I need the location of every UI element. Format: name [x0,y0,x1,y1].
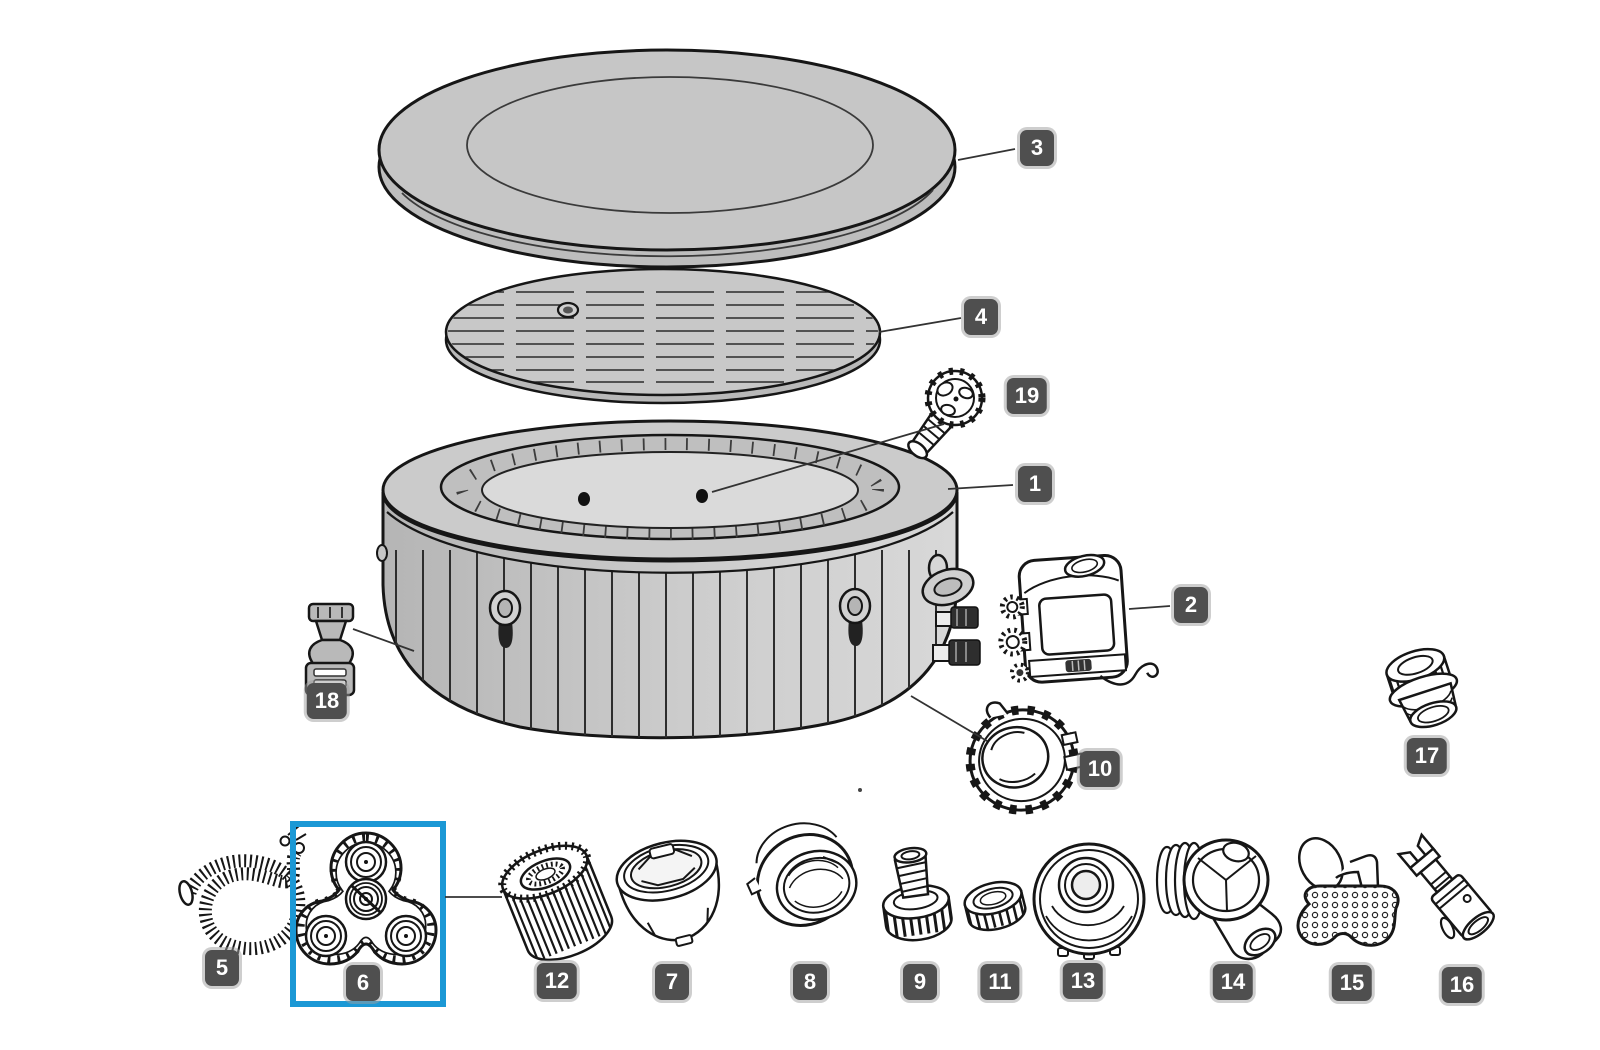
part-label-5[interactable]: 5 [205,950,239,986]
part-1-spa-tub [376,419,981,740]
tub-valve-hole [696,489,708,503]
part-19-air-valve [907,367,986,460]
part-label-18[interactable]: 18 [306,683,348,719]
part-label-3[interactable]: 3 [1020,130,1054,166]
tub-jet-hole [578,492,590,506]
part-15-scrubber-pad [1296,837,1400,947]
part-label-8[interactable]: 8 [793,964,827,1000]
tub-couplings [932,606,981,666]
part-2-pump-unit [998,553,1159,686]
part-9-hose-adapter [881,846,954,942]
part-5-inflation-hose [178,825,307,956]
part-11-threaded-ring [963,880,1029,934]
part-label-7[interactable]: 7 [655,964,689,1000]
part-6-jet-base [294,831,438,966]
pump-power-cord [1099,662,1159,686]
selected-part-highlight-box[interactable] [290,821,446,1007]
part-13-diffuser-cap [1032,842,1146,960]
tub-d-ring-left [488,589,522,648]
part-label-16[interactable]: 16 [1441,967,1483,1003]
part-label-11[interactable]: 11 [980,964,1020,1000]
tub-d-ring-right [838,587,872,646]
part-label-2[interactable]: 2 [1174,587,1208,623]
part-label-4[interactable]: 4 [964,299,998,335]
part-4-inflatable-lid [444,267,882,405]
part-label-10[interactable]: 10 [1079,751,1121,787]
part-label-17[interactable]: 17 [1406,738,1448,774]
part-label-12[interactable]: 12 [536,963,578,999]
part-label-15[interactable]: 15 [1331,965,1373,1001]
leader-lines [352,148,1171,898]
part-10-ring-nut [965,701,1085,815]
stray-dot [858,788,862,792]
part-label-1[interactable]: 1 [1018,466,1052,502]
tub-handle [921,553,975,607]
part-7-filter-housing [615,839,720,947]
part-18-strap-buckle [304,602,356,697]
part-label-6[interactable]: 6 [346,965,380,1001]
part-12-filter-cartridge [498,841,619,964]
part-17-drain-adapter [1385,647,1459,729]
part-8-coupling-collar [746,822,858,927]
part-label-19[interactable]: 19 [1006,378,1048,414]
lid-valve-icon [556,301,580,319]
part-label-13[interactable]: 13 [1062,963,1104,999]
part-label-9[interactable]: 9 [903,964,937,1000]
part-14-check-valve [1155,838,1283,961]
part-16-nozzle-tool [1396,832,1495,941]
part-3-spa-cover [377,48,957,269]
part-label-14[interactable]: 14 [1212,964,1254,1000]
